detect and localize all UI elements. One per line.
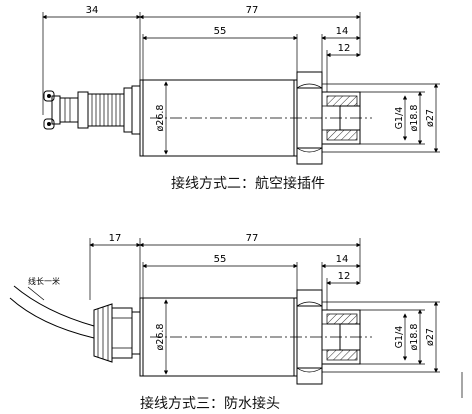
plug-screw [47, 122, 51, 126]
dim-thread-14: 14 [336, 26, 349, 37]
thread-hatch [326, 129, 358, 141]
plug-screw [47, 94, 51, 98]
dim-left-length: 34 [86, 5, 99, 16]
dim-inner-diameter: ø18.8 [409, 324, 420, 351]
dim-left-length: 17 [109, 233, 122, 244]
gland-collar [131, 311, 141, 355]
aviation-plug [43, 85, 141, 135]
dim-total-length: 77 [246, 233, 259, 244]
drawing-waterproof-connector: 17 77 55 14 12 线长一米 [9, 233, 463, 412]
dim-thread-spec: G1/4 [394, 107, 405, 130]
dim-thread-spec: G1/4 [394, 326, 405, 349]
dim-thread-12: 12 [338, 271, 351, 282]
dim-outer-diameter: ø27 [425, 109, 436, 127]
hex-nut [296, 71, 323, 165]
plug-body [87, 93, 125, 127]
caption-aviation-connector: 接线方式二：航空接插件 [171, 175, 325, 192]
dim-thread-12: 12 [338, 43, 351, 54]
dim-inner-diameter: ø18.8 [409, 105, 420, 132]
dim-body-length: 55 [214, 26, 227, 37]
drawing-aviation-connector: 34 77 55 14 12 [42, 5, 440, 192]
waterproof-gland [93, 303, 141, 363]
caption-waterproof-connector: 接线方式三：防水接头 [140, 395, 280, 412]
dim-thread-14: 14 [336, 254, 349, 265]
plug-collar [131, 85, 141, 135]
plug-collar [123, 87, 133, 133]
gland-nut [111, 307, 133, 359]
plug-nut [77, 91, 89, 129]
gland-cap [93, 303, 113, 363]
cable-length-label: 线长一米 [28, 276, 60, 286]
cable [9, 297, 95, 339]
plug-ring [59, 97, 79, 123]
thread-hatch [326, 313, 358, 325]
dim-total-length: 77 [246, 5, 259, 16]
hex-nut [296, 289, 323, 385]
thread-hatch [326, 349, 358, 361]
thread-hatch [326, 95, 358, 107]
dim-body-length: 55 [214, 254, 227, 265]
dim-outer-diameter: ø27 [425, 328, 436, 346]
